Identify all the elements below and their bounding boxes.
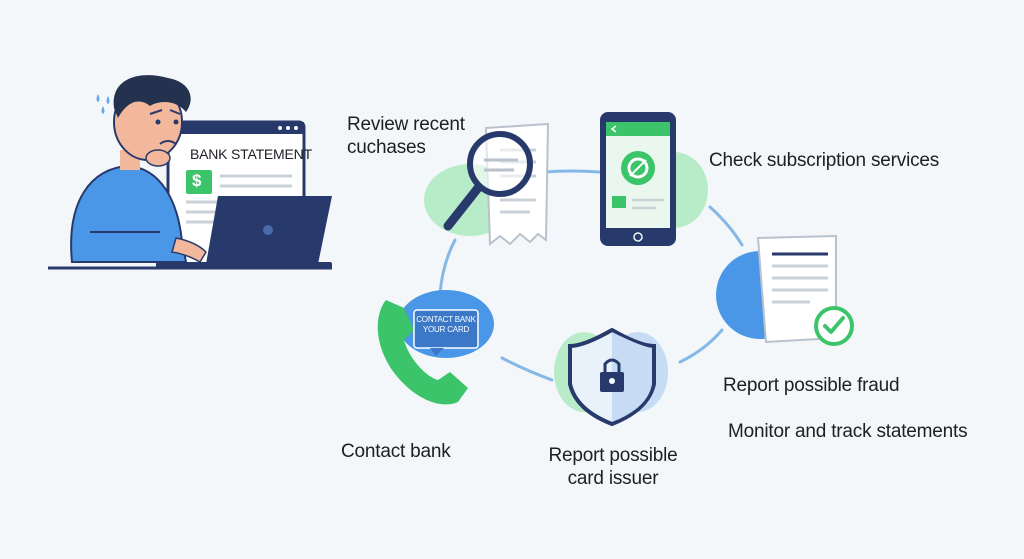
- subscription-phone-illustration: [600, 112, 708, 246]
- step-issuer-line-2: card issuer: [567, 468, 659, 489]
- laptop: [156, 196, 332, 268]
- document-check-icon: [756, 234, 854, 346]
- dollar-symbol: $: [192, 171, 202, 190]
- dollar-icon: [186, 170, 212, 194]
- callout-text: CONTACT BANK YOUR CARD: [414, 315, 478, 335]
- step-review-purchases-label: Review recent cuchases: [347, 113, 465, 159]
- callout-line-2: YOUR CARD: [422, 325, 470, 334]
- connector-fraud-to-issuer: [678, 328, 724, 364]
- phone-icon: [377, 300, 468, 405]
- step-review-line-1: Review recent: [347, 114, 465, 135]
- person-hair: [113, 75, 191, 118]
- step-check-subscriptions-label: Check subscription services: [709, 150, 940, 171]
- step-report-fraud-label: Report possible fraud: [723, 375, 900, 396]
- sweat-drop-icon: [96, 94, 100, 102]
- magnifier-icon: [443, 131, 533, 231]
- callout-card: [413, 309, 479, 356]
- connector-subscription-to-fraud: [708, 205, 744, 247]
- cycle-connectors: [438, 169, 744, 382]
- contact-bank-illustration: [377, 290, 494, 405]
- callout-line-1: CONTACT BANK: [416, 315, 476, 324]
- worried-person-illustration: [48, 75, 332, 270]
- smartphone-icon: [600, 112, 676, 246]
- step-issuer-line-1: Report possible: [548, 445, 678, 466]
- step-review-line-2: cuchases: [347, 137, 426, 158]
- step-monitor-statements-label: Monitor and track statements: [728, 421, 968, 442]
- report-fraud-illustration: [716, 234, 854, 346]
- monitor-heading: BANK STATEMENT: [190, 146, 312, 162]
- connector-bank-to-review: [438, 238, 457, 297]
- shield-lock-icon: [568, 327, 656, 427]
- connector-review-to-subscription: [543, 169, 602, 174]
- step-contact-bank-label: Contact bank: [341, 441, 451, 462]
- review-purchases-illustration: [424, 122, 550, 247]
- connector-issuer-to-bank: [500, 356, 554, 382]
- card-issuer-illustration: [554, 327, 668, 427]
- step-report-card-issuer-label: Report possible card issuer: [532, 444, 694, 490]
